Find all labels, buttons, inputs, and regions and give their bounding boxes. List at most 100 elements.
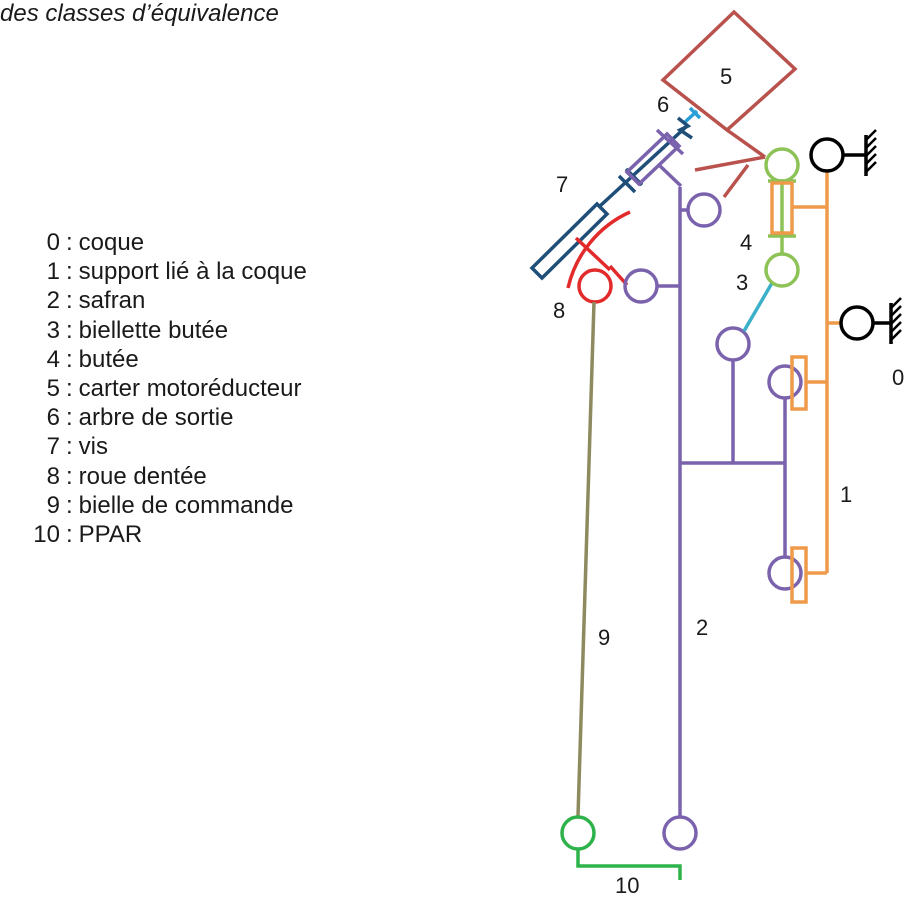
label-class-4: 4 [740, 230, 752, 255]
ground-joint-circle [839, 305, 875, 341]
ppar-link [576, 849, 682, 880]
arbre-tick [688, 106, 702, 120]
legend-label: roue dentée [78, 462, 207, 490]
vis-guide [624, 128, 685, 188]
label-class-7: 7 [556, 172, 568, 197]
carter-link-to-joint [722, 163, 750, 199]
guide-end [655, 128, 685, 156]
legend-separator: : [66, 521, 73, 549]
label-class-1: 1 [840, 482, 852, 507]
legend-separator: : [66, 404, 73, 432]
legend-item-4: 4:butée [8, 345, 307, 374]
legend-label: biellette butée [78, 316, 229, 344]
legend-number: 9 [46, 491, 60, 519]
legend-number: 4 [46, 345, 60, 373]
legend-label: carter motoréducteur [78, 375, 302, 403]
carter-bar [694, 155, 766, 172]
safran-joint-circle [623, 268, 659, 304]
legend: 0:coque 1:support lié à la coque 2:safra… [8, 228, 307, 549]
butee-joint-circle [764, 252, 800, 288]
legend-label: arbre de sortie [78, 404, 234, 432]
legend-separator: : [66, 375, 73, 403]
safran-joint-circle [767, 555, 803, 591]
legend-label: safran [78, 287, 146, 315]
ppar-joint-circle [560, 815, 596, 851]
pivot-guide-box [790, 546, 808, 604]
legend-number: 0 [46, 229, 60, 256]
class-1-support [770, 170, 841, 604]
legend-item-2: 2:safran [8, 286, 307, 315]
legend-item-7: 7:vis [8, 432, 307, 461]
legend-separator: : [66, 229, 73, 256]
roue-arm [574, 236, 612, 272]
guide-link [657, 163, 683, 188]
class-2-safran [623, 187, 803, 851]
legend-item-3: 3:biellette butée [8, 316, 307, 345]
legend-item-5: 5:carter motoréducteur [8, 374, 307, 403]
label-class-5: 5 [720, 64, 732, 89]
class-3-biellette [742, 282, 774, 332]
legend-number: 5 [46, 375, 60, 403]
legend-number: 10 [33, 521, 60, 549]
label-class-9: 9 [598, 625, 610, 650]
vis-axis [598, 123, 690, 208]
class-5-carter [660, 9, 798, 199]
legend-number: 3 [46, 316, 60, 344]
legend-separator: : [66, 433, 73, 461]
safran-joint-circle [686, 192, 722, 228]
label-class-3: 3 [736, 270, 748, 295]
legend-item-0: 0:coque [8, 228, 307, 257]
safran-joint-circle [715, 326, 751, 362]
label-class-6: 6 [657, 92, 669, 117]
class-4-butee [764, 147, 800, 288]
legend-separator: : [66, 462, 73, 490]
ground-hatch [865, 129, 877, 173]
roue-arc [566, 210, 631, 289]
label-class-8: 8 [553, 298, 565, 323]
safran-joint-circle [767, 364, 803, 400]
legend-item-1: 1:support lié à la coque [8, 257, 307, 286]
legend-item-10: 10:PPAR [8, 520, 307, 549]
page-heading: des classes d’équivalence [0, 0, 279, 27]
roue-joint-circle [577, 268, 613, 304]
legend-separator: : [66, 287, 73, 315]
bielle-bar [576, 301, 596, 817]
class-6-arbre-sortie [683, 106, 702, 124]
guide-box [624, 131, 682, 187]
legend-number: 7 [46, 433, 60, 461]
legend-label: coque [78, 229, 145, 256]
carter-body [660, 9, 798, 133]
legend-label: vis [78, 433, 109, 461]
legend-label: support lié à la coque [78, 258, 307, 286]
ground-hatch [890, 297, 902, 341]
legend-separator: : [66, 316, 73, 344]
legend-label: PPAR [78, 521, 143, 549]
class-10-ppar [560, 815, 682, 880]
legend-item-9: 9:bielle de commande [8, 491, 307, 520]
legend-separator: : [66, 345, 73, 373]
legend-item-8: 8:roue dentée [8, 462, 307, 491]
legend-item-6: 6:arbre de sortie [8, 403, 307, 432]
class-0-coque [809, 129, 902, 344]
legend-separator: : [66, 258, 73, 286]
class-9-bielle [576, 301, 596, 817]
label-class-2: 2 [696, 615, 708, 640]
butee-joint-circle [764, 147, 800, 183]
legend-number: 8 [46, 462, 60, 490]
legend-number: 1 [46, 258, 60, 286]
label-class-10: 10 [615, 873, 639, 898]
pivot-guide-box [790, 355, 808, 411]
label-class-0: 0 [892, 365, 904, 390]
vis-tick [617, 174, 637, 194]
vis-spring [676, 116, 693, 140]
legend-label: butée [78, 345, 139, 373]
biellette-bar [742, 282, 774, 332]
legend-separator: : [66, 491, 73, 519]
vis-body [529, 201, 610, 281]
legend-number: 6 [46, 404, 60, 432]
safran-joint-circle [662, 815, 698, 851]
carter-arm [725, 128, 767, 159]
legend-number: 2 [46, 287, 60, 315]
ground-joint-circle [809, 137, 845, 173]
